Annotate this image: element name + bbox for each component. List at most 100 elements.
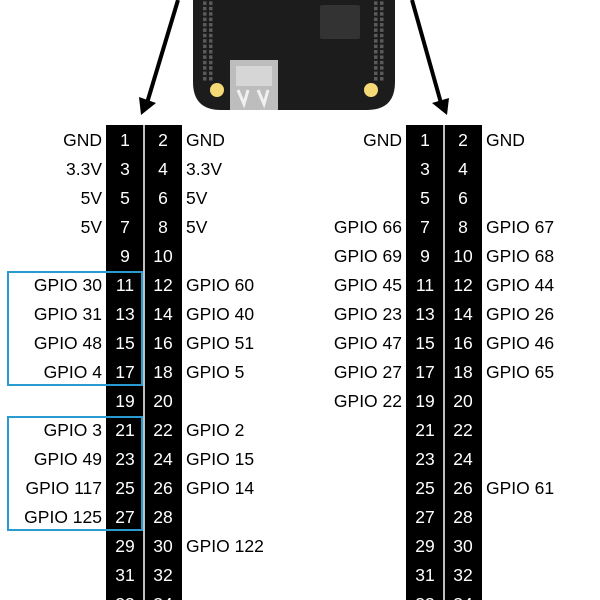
left-pin-number: 5 [120, 188, 130, 208]
board-pin [374, 17, 378, 22]
left-pin-number: 17 [115, 362, 134, 382]
left-pin-number: 4 [158, 159, 168, 179]
left-pin-label: GPIO 60 [186, 275, 254, 295]
board-pin [380, 44, 384, 49]
board-pin [209, 33, 213, 38]
board-pin [209, 23, 213, 27]
left-pin-label: GND [63, 130, 102, 150]
left-pin-label: 5V [81, 188, 103, 208]
board-pin [380, 1, 384, 5]
board-right-header-pins [374, 1, 384, 81]
right-pin-number: 11 [416, 275, 434, 295]
board-pin [203, 60, 207, 65]
board-pin [209, 28, 213, 32]
right-pin-label: GPIO 67 [486, 217, 554, 237]
board-pin [209, 71, 213, 76]
left-pin-number: 3 [120, 159, 130, 179]
gpio-group-highlight-box [7, 271, 143, 386]
right-pin-label: GND [486, 130, 525, 150]
right-pin-number: 25 [415, 478, 434, 498]
left-pin-label: 5V [81, 217, 103, 237]
board-pin [203, 17, 207, 22]
status-led-right [364, 83, 378, 97]
board-pin [209, 1, 213, 5]
left-pin-number: 2 [158, 130, 168, 150]
board-pin [203, 77, 207, 81]
right-pin-number: 9 [420, 246, 430, 266]
right-pin-number: 22 [453, 420, 472, 440]
left-pin-number: 11 [116, 275, 134, 295]
left-pin-label: GPIO 30 [34, 275, 102, 295]
left-pin-number: 19 [115, 391, 134, 411]
left-pin-number: 24 [153, 449, 173, 469]
left-pin-label: 5V [186, 217, 208, 237]
left-pin-number: 1 [120, 130, 130, 150]
board-pin [203, 6, 207, 11]
left-pin-label: GPIO 51 [186, 333, 254, 353]
right-pin-number: 34 [453, 594, 473, 600]
board-pin [380, 77, 384, 81]
board-pin [203, 28, 207, 32]
right-pin-label: GPIO 69 [334, 246, 402, 266]
right-pin-number: 2 [458, 130, 468, 150]
right-pin-number: 21 [415, 420, 434, 440]
right-pin-number: 12 [453, 275, 472, 295]
right-pin-number: 1 [420, 130, 430, 150]
left-pin-label: GPIO 117 [25, 478, 102, 498]
left-pin-number: 8 [158, 217, 168, 237]
right-pin-number: 19 [415, 391, 434, 411]
left-pin-number: 7 [120, 217, 130, 237]
board-pin [374, 33, 378, 38]
right-pin-label: GPIO 44 [486, 275, 554, 295]
left-pin-number: 30 [153, 536, 173, 556]
left-pin-label: 5V [186, 188, 208, 208]
left-pin-number: 34 [153, 594, 173, 600]
left-pin-number: 14 [153, 304, 173, 324]
right-pin-label: GPIO 23 [334, 304, 402, 324]
board-pin [203, 55, 207, 59]
board-pin [380, 6, 384, 11]
status-led-left [210, 83, 224, 97]
right-pin-number: 16 [453, 333, 472, 353]
board-pin [203, 23, 207, 27]
left-pin-label: 3.3V [66, 159, 102, 179]
right-pin-number: 30 [453, 536, 473, 556]
usb-port-inner [236, 66, 272, 86]
gpio-group-highlight-box [7, 416, 143, 531]
board-pin [374, 23, 378, 27]
board-pin [374, 55, 378, 59]
left-pin-label: GPIO 4 [44, 362, 103, 382]
board-pin [203, 12, 207, 16]
right-pin-number: 26 [453, 478, 472, 498]
right-pin-label: GPIO 27 [334, 362, 402, 382]
right-pin-label: GPIO 47 [334, 333, 402, 353]
left-pin-label: GPIO 48 [34, 333, 102, 353]
left-pin-label: GPIO 40 [186, 304, 254, 324]
board-body [193, 0, 395, 110]
board-pin [203, 66, 207, 70]
left-pin-label: GPIO 2 [186, 420, 244, 440]
board-pin [380, 12, 384, 16]
board-pin [380, 28, 384, 32]
right-pin-number: 33 [415, 594, 434, 600]
board-pin [374, 28, 378, 32]
board-pin [209, 55, 213, 59]
board-pin [203, 1, 207, 5]
board-pin [374, 50, 378, 54]
right-pin-number: 20 [453, 391, 473, 411]
board-pin [374, 12, 378, 16]
board-left-header-pins [203, 1, 213, 81]
left-pin-label: GPIO 5 [186, 362, 244, 382]
left-pin-label: GPIO 125 [24, 507, 102, 527]
board-pin [209, 77, 213, 81]
right-pin-number: 13 [415, 304, 434, 324]
right-pin-number: 32 [453, 565, 472, 585]
right-pin-number: 17 [415, 362, 434, 382]
left-pin-label: GPIO 122 [186, 536, 264, 556]
left-pin-label: GPIO 49 [34, 449, 102, 469]
board-pin [209, 50, 213, 54]
board-pin [380, 23, 384, 27]
right-pin-number: 6 [458, 188, 468, 208]
board-pin [209, 44, 213, 49]
